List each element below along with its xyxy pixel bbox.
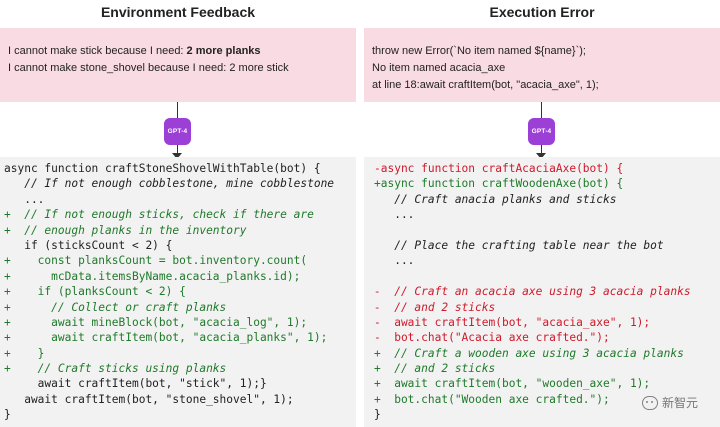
code-block: -async function craftAcaciaAxe(bot) { +as… (364, 157, 720, 427)
code-line: } (4, 408, 11, 422)
panel-title: Environment Feedback (100, 4, 256, 20)
feedback-line: I cannot make stone_shovel because I nee… (8, 60, 348, 77)
code-line: - // and 2 sticks (374, 300, 496, 314)
code-line: + // and 2 sticks (374, 362, 496, 376)
code-line: + await craftItem(bot, "wooden_axe", 1); (374, 377, 651, 391)
code-line: + // enough planks in the inventory (4, 223, 247, 237)
watermark-text: 新智元 (661, 396, 698, 410)
code-line: await craftItem(bot, "stick", 1);} (4, 377, 267, 391)
code-line: + await mineBlock(bot, "acacia_log", 1); (4, 315, 308, 329)
connector-line (177, 102, 178, 118)
code-line: // Place the crafting table near the bot (374, 238, 664, 252)
feedback-bold: 2 more planks (186, 45, 261, 57)
panel-title: Execution Error (489, 4, 595, 20)
code-line: - bot.chat("Acacia axe crafted."); (374, 331, 610, 345)
error-line: at line 18:await craftItem(bot, "acacia_… (372, 79, 599, 91)
feedback-text: I cannot make stick because I need: (8, 45, 187, 57)
feedback-line: I cannot make stick because I need: 2 mo… (8, 43, 348, 60)
code-line: async function craftStoneShovelWithTable… (4, 162, 321, 175)
feedback-box: I cannot make stick because I need: 2 mo… (0, 28, 356, 102)
code-line (374, 223, 720, 238)
execution-error-panel: Execution Error throw new Error(`No item… (364, 0, 720, 427)
error-line: throw new Error(`No item named ${name}`)… (372, 45, 586, 57)
connector-line (541, 145, 542, 156)
code-line: + await craftItem(bot, "acacia_planks", … (4, 331, 328, 345)
code-line: -async function craftAcaciaAxe(bot) { (374, 162, 624, 175)
code-line: ... (4, 192, 45, 206)
code-line: +async function craftWoodenAxe(bot) { (374, 177, 624, 191)
code-line: // If not enough cobblestone, mine cobbl… (4, 177, 335, 191)
code-line: + mcData.itemsByName.acacia_planks.id); (4, 269, 301, 283)
code-line: } (374, 408, 381, 422)
code-line: - await craftItem(bot, "acacia_axe", 1); (374, 315, 651, 329)
code-line: + const planksCount = bot.inventory.coun… (4, 254, 308, 268)
code-line: ... (374, 254, 415, 268)
gpt4-badge: GPT-4 (528, 118, 555, 145)
code-line: ... (374, 208, 415, 222)
code-line: + if (planksCount < 2) { (4, 285, 186, 299)
code-block: async function craftStoneShovelWithTable… (0, 157, 356, 427)
environment-feedback-panel: Environment Feedback I cannot make stick… (0, 0, 356, 427)
code-line (374, 269, 720, 284)
code-line: + } (4, 346, 45, 360)
code-line: + // Collect or craft planks (4, 300, 227, 314)
watermark: 新智元 (641, 394, 698, 411)
code-line: + // If not enough sticks, check if ther… (4, 208, 314, 222)
connector-line (541, 102, 542, 118)
wechat-icon (641, 395, 658, 410)
gpt4-badge: GPT-4 (164, 118, 191, 145)
code-line: + // Craft a wooden axe using 3 acacia p… (374, 346, 684, 360)
code-line: - // Craft an acacia axe using 3 acacia … (374, 285, 691, 299)
code-line: + // Craft sticks using planks (4, 362, 227, 376)
code-line: + bot.chat("Wooden axe crafted."); (374, 392, 610, 406)
code-line: if (sticksCount < 2) { (4, 238, 173, 252)
arrow-down-icon (536, 153, 546, 159)
feedback-text: I cannot make stone_shovel because I nee… (8, 62, 289, 74)
error-line: No item named acacia_axe (372, 62, 506, 74)
code-line: // Craft anacia planks and sticks (374, 192, 617, 206)
connector-line (177, 145, 178, 156)
error-box: throw new Error(`No item named ${name}`)… (364, 28, 720, 102)
code-line: await craftItem(bot, "stone_shovel", 1); (4, 392, 294, 406)
arrow-down-icon (172, 153, 182, 159)
